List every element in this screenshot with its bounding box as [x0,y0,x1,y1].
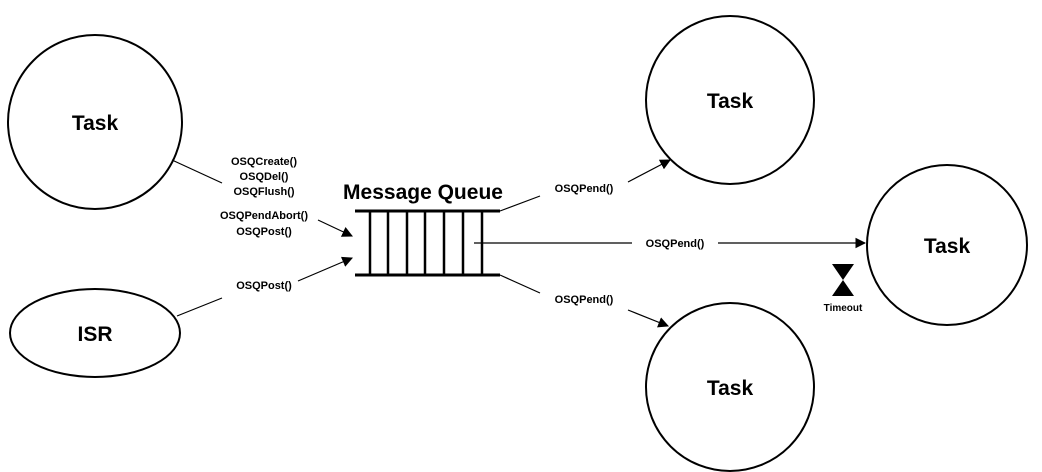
hourglass-icon [832,264,854,296]
pend-middle-connector: OSQPend() [474,236,867,250]
pend-bottom-arrow [627,309,670,328]
calls-to-queue-arrow [317,219,353,237]
call-osqflush-label: OSQFlush() [233,186,294,198]
task-left-circle [7,34,183,210]
task-left-label: Task [72,112,119,135]
task-right-circle [866,164,1028,326]
call-osqcreate-label: OSQCreate() [231,156,297,168]
isr-ellipse [9,288,181,378]
task-bottom-right-circle [645,302,815,472]
pend-top-connector: OSQPend() [499,159,671,212]
call-osqpost-label: OSQPost() [236,226,292,238]
pend-bottom-label: OSQPend() [555,294,614,306]
message-queue: Message Queue [343,181,503,277]
task-to-calls-line [171,159,223,184]
call-osqpendabort-label: OSQPendAbort() [220,210,308,222]
pend-middle-label-bg [632,236,718,250]
pend-middle-label: OSQPend() [646,238,705,250]
task-top-right-node: Task [645,15,815,185]
timeout-label: Timeout [824,303,863,314]
task-top-right-circle [645,15,815,185]
pend-top-label: OSQPend() [555,183,614,195]
task-bottom-right-node: Task [645,302,815,472]
isr-node: ISR [9,288,181,378]
queue-title: Message Queue [343,181,503,204]
pend-bottom-connector: OSQPend() [499,274,670,328]
task-right-label: Task [924,235,971,258]
isr-osqpost-label: OSQPost() [236,280,292,292]
isr-label: ISR [77,323,112,346]
task-calls-connector: OSQCreate() OSQDel() OSQFlush() OSQPendA… [171,156,353,238]
pend-bottom-line-start [499,274,541,294]
isr-post-connector: OSQPost() [176,256,353,317]
call-osqdel-label: OSQDel() [240,171,289,183]
task-top-right-label: Task [707,90,754,113]
task-left-node: Task [7,34,183,210]
task-right-node: Task [866,164,1028,326]
pend-top-arrow [627,159,671,183]
task-bottom-right-label: Task [707,377,754,400]
pend-top-line-start [499,195,541,212]
isr-post-arrow [297,256,353,282]
timeout-indicator: Timeout [824,264,863,314]
isr-to-label-line [176,297,223,317]
